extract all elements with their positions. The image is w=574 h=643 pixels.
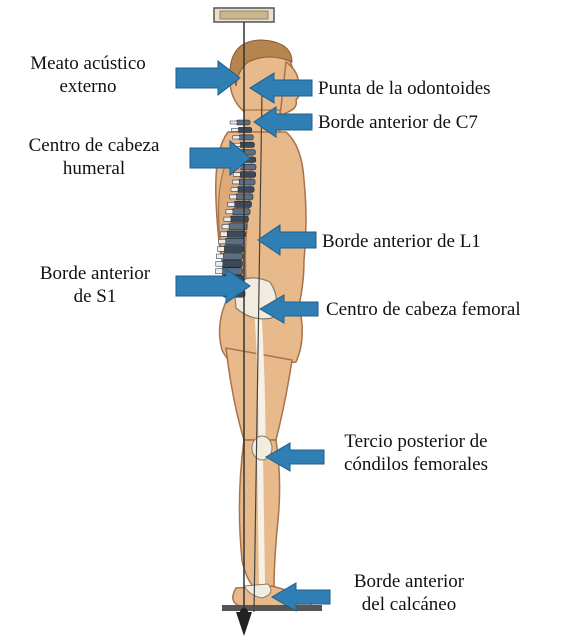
vertebra [239,172,255,178]
vertebra [225,238,245,245]
label-odontoides-text: Punta de la odontoides [318,78,491,99]
vertebra [226,231,245,237]
label-meato-line1: Meato acústico [8,52,168,75]
label-s1-line2: de S1 [20,285,170,308]
vertebra [232,209,250,215]
label-femoral-head: Centro de cabeza femoral [326,298,521,321]
vertebra-process [220,232,227,236]
vertebra-process [226,210,233,214]
ground-plate [222,605,322,611]
vertebra [234,201,252,207]
label-meato-line2: externo [8,75,168,98]
label-femoral-head-text: Centro de cabeza femoral [326,299,521,320]
vertebra-process [216,261,223,266]
label-c7: Borde anterior de C7 [318,111,478,134]
label-meato: Meato acústico externo [8,52,168,98]
label-humeral-line2: humeral [4,157,184,180]
vertebra [222,253,242,260]
vertebra [223,246,243,253]
vertebra-process [232,180,239,184]
label-odontoides: Punta de la odontoides [318,77,491,100]
vertebra [239,135,254,140]
vertebra-process [233,136,240,139]
label-humeral-line1: Centro de cabeza [4,134,184,157]
plumb-line-bar-inner [220,11,268,19]
vertebra [236,120,250,125]
vertebra [239,142,254,147]
vertebra-process [222,225,229,229]
vertebra-process [219,239,226,244]
plumb-bob-top [240,608,248,616]
vertebra-process [231,188,238,192]
vertebra [238,179,255,185]
vertebra-process [232,128,239,131]
vertebra-process [216,254,223,259]
label-condilos-line2: cóndilos femorales [326,453,506,476]
tibia [260,452,262,584]
vertebra [222,260,243,267]
label-calcaneo: Borde anterior del calcáneo [334,570,484,616]
label-humeral: Centro de cabeza humeral [4,134,184,180]
label-c7-text: Borde anterior de C7 [318,112,478,133]
label-condilos-line1: Tercio posterior de [326,430,506,453]
vertebra-process [230,195,237,199]
vertebra [237,187,254,193]
label-l1: Borde anterior de L1 [322,230,481,253]
label-calcaneo-line1: Borde anterior [334,570,484,593]
label-condilos: Tercio posterior de cóndilos femorales [326,430,506,476]
vertebra-process [228,202,235,206]
vertebra-process [233,173,240,177]
label-s1-line1: Borde anterior [20,262,170,285]
vertebra [230,216,249,222]
label-s1: Borde anterior de S1 [20,262,170,308]
vertebra-process [216,269,223,274]
label-calcaneo-line2: del calcáneo [334,593,484,616]
label-l1-text: Borde anterior de L1 [322,231,481,252]
vertebra-process [230,121,237,124]
vertebra-process [224,217,231,221]
vertebra-process [217,247,224,252]
